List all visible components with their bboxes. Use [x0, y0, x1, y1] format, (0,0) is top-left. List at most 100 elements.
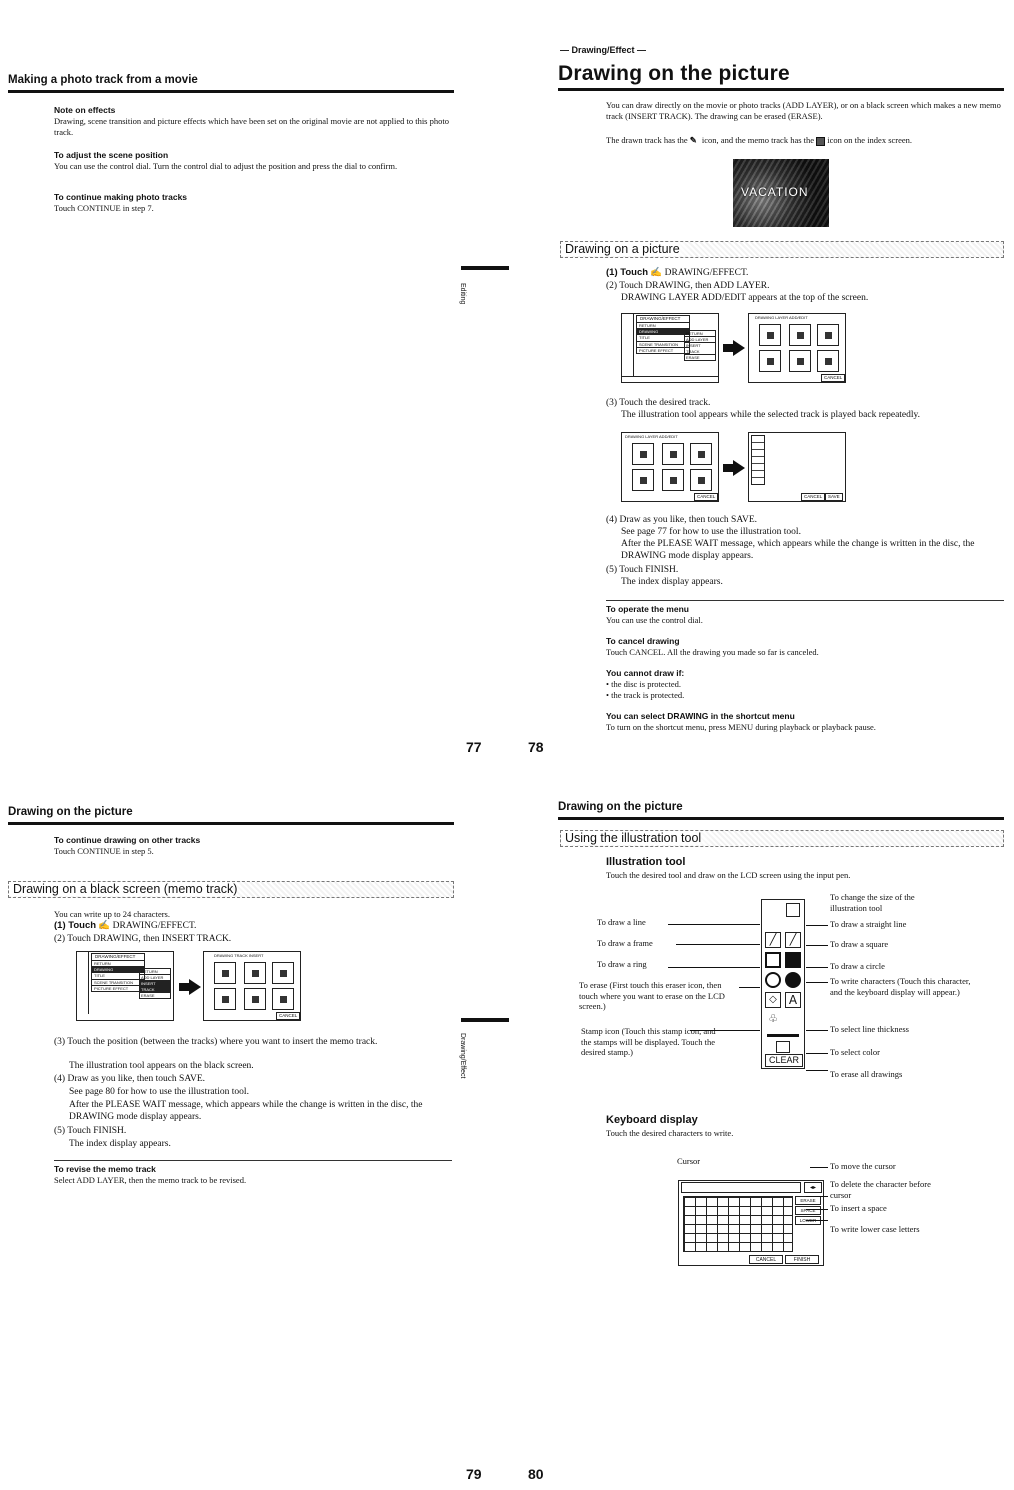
p79-step1: (1) Touch ✍ DRAWING/EFFECT.	[54, 920, 196, 932]
label-circle: To draw a circle	[830, 961, 885, 971]
p79-step3b: The illustration tool appears on the bla…	[69, 1061, 254, 1071]
p79-arrow	[179, 979, 201, 995]
menu-return[interactable]: RETURN	[637, 323, 689, 330]
p79-menu-scene[interactable]: SCENE TRANSITION	[92, 980, 144, 986]
p77-page-number: 77	[466, 739, 482, 755]
p79-menu-effect[interactable]: PICTURE EFFECT	[94, 985, 129, 991]
insert-screen-title: DRAWING TRACK INSERT	[214, 953, 264, 958]
p79-sub-add[interactable]: ADD LAYER	[140, 975, 170, 982]
p78-step3: (3) Touch the desired track.	[606, 398, 711, 408]
cursor-move-buttons[interactable]: ◂▸	[804, 1182, 822, 1193]
size-tool-icon[interactable]	[786, 903, 800, 917]
eraser-tool-icon[interactable]: ◇	[765, 992, 781, 1008]
p80-band: Using the illustration tool	[560, 830, 1004, 847]
p78-step1-label: (1) Touch	[606, 267, 649, 278]
label-erase: To erase (First touch this eraser icon, …	[579, 980, 725, 1012]
p78-step1: (1) Touch ✍ DRAWING/EFFECT.	[606, 267, 748, 279]
p78-arrow-1	[723, 340, 745, 356]
p79-step3: (3) Touch the position (between the trac…	[54, 1037, 378, 1047]
p79-continue-head: To continue drawing on other tracks	[54, 835, 201, 845]
p78-intro2: The drawn track has the ✎ icon, and the …	[606, 135, 1002, 146]
vacation-image: VACATION	[733, 159, 829, 227]
text-field[interactable]	[681, 1182, 801, 1193]
submenu-return[interactable]: RETURN	[685, 331, 715, 338]
p79-menu-drawing[interactable]: DRAWING	[92, 967, 144, 974]
drawing-effect-icon-2: ✍	[98, 921, 111, 931]
erase-key[interactable]: ERASE	[795, 1196, 821, 1205]
submenu-insert-track[interactable]: INSERT TRACK	[685, 343, 715, 355]
p78-step3b: The illustration tool appears while the …	[621, 410, 921, 420]
label-square: To draw a square	[830, 939, 889, 949]
p79-band: Drawing on a black screen (memo track)	[8, 881, 454, 898]
submenu-add-layer[interactable]: ADD LAYER	[685, 337, 715, 344]
p77-title: Making a photo track from a movie	[8, 73, 454, 93]
menu-picture-effect[interactable]: PICTURE EFFECT	[639, 347, 674, 353]
clear-button[interactable]: CLEAR	[765, 1054, 803, 1067]
frame-tool-icon[interactable]	[765, 952, 781, 968]
menu-drawing[interactable]: DRAWING	[637, 329, 689, 336]
tool-save-button[interactable]: SAVE	[825, 493, 843, 501]
kb-label-space: To insert a space	[830, 1203, 887, 1213]
kb-label-move: To move the cursor	[830, 1161, 896, 1171]
p78-intro2c: icon on the index screen.	[827, 135, 913, 145]
p79-menu-title-item[interactable]: TITLE	[92, 973, 144, 980]
p79-sub-erase[interactable]: ERASE	[141, 992, 155, 998]
straight-line-icon[interactable]: ╱	[785, 932, 801, 948]
label-size: To change the size of the illustration t…	[830, 892, 915, 913]
layer-cancel-button[interactable]: CANCEL	[821, 374, 846, 382]
tool-palette: ╱ ╱ ◇ A ♧ CLEAR	[761, 899, 805, 1069]
circle-tool-icon[interactable]	[785, 972, 801, 988]
line-tool-icon[interactable]: ╱	[765, 932, 781, 948]
p78-cannot-head: You cannot draw if:	[606, 668, 685, 678]
p79-menu-return[interactable]: RETURN	[92, 961, 144, 968]
p77-side-tab-bar	[461, 266, 509, 270]
character-tool-icon[interactable]: A	[785, 992, 801, 1008]
tool-cancel-button[interactable]: CANCEL	[801, 493, 826, 501]
p78-op-head: To operate the menu	[606, 604, 689, 614]
p80-kb-body: Touch the desired characters to write.	[606, 1128, 734, 1138]
p80-band-label: Using the illustration tool	[561, 831, 716, 845]
p79-revise-head: To revise the memo track	[54, 1164, 156, 1174]
menu-scene-transition[interactable]: SCENE TRANSITION	[637, 342, 689, 348]
p78-intro2b: icon, and the memo track has the	[701, 135, 815, 145]
label-erase-all: To erase all drawings	[830, 1069, 903, 1079]
space-key[interactable]: SPACE	[795, 1206, 821, 1215]
select-cancel-button[interactable]: CANCEL	[694, 493, 719, 501]
p78-step4c: After the PLEASE WAIT message, which app…	[621, 539, 975, 562]
p80-tool-body: Touch the desired tool and draw on the L…	[606, 870, 851, 880]
p79-step4b: See page 80 for how to use the illustrat…	[69, 1087, 249, 1097]
kb-cancel-button[interactable]: CANCEL	[749, 1255, 783, 1264]
p78-step4b: See page 77 for how to use the illustrat…	[621, 527, 801, 537]
p78-cannot-2: • the track is protected.	[606, 690, 685, 700]
p79-sub-insert[interactable]: INSERT TRACK	[140, 981, 170, 993]
menu-title-item[interactable]: TITLE	[637, 335, 689, 342]
p78-arrow-2	[723, 460, 745, 476]
color-tool-icon[interactable]	[776, 1041, 790, 1053]
p77-adjust-body: You can use the control dial. Turn the c…	[54, 161, 398, 171]
p79-sub-return[interactable]: RETURN	[140, 969, 170, 976]
label-straight-line: To draw a straight line	[830, 919, 907, 929]
stamp-tool-icon[interactable]: ♧	[768, 1012, 778, 1025]
p78-intro1: You can draw directly on the movie or ph…	[606, 100, 1001, 122]
square-tool-icon[interactable]	[785, 952, 801, 968]
select-screen-title: DRAWING LAYER ADD/EDIT	[625, 434, 678, 439]
p79-revise-body: Select ADD LAYER, then the memo track to…	[54, 1175, 247, 1185]
thickness-tool-icon[interactable]	[767, 1034, 799, 1037]
label-characters: To write characters (Touch this characte…	[830, 976, 971, 997]
p79-step5: (5) Touch FINISH.	[54, 1126, 127, 1136]
insert-cancel-button[interactable]: CANCEL	[276, 1012, 301, 1020]
p78-step1-text: DRAWING/EFFECT.	[664, 268, 749, 278]
p78-title: Drawing on the picture	[558, 60, 1004, 92]
p79-continue-body: Touch CONTINUE in step 5.	[54, 846, 154, 856]
label-thickness: To select line thickness	[830, 1024, 909, 1034]
p77-continue-body: Touch CONTINUE in step 7.	[54, 203, 154, 213]
label-draw-frame: To draw a frame	[597, 938, 653, 948]
p78-step5b: The index display appears.	[621, 577, 723, 587]
p79-chars: You can write up to 24 characters.	[54, 909, 170, 919]
p77-side-tab: Editing	[459, 283, 467, 305]
ring-tool-icon[interactable]	[765, 972, 781, 988]
kb-finish-button[interactable]: FINISH	[785, 1255, 819, 1264]
keyboard-display: ◂▸ ERASE SPACE LOWER CANCEL FINISH	[678, 1180, 824, 1266]
p78-step2b: DRAWING LAYER ADD/EDIT appears at the to…	[621, 293, 869, 303]
submenu-erase[interactable]: ERASE	[686, 354, 700, 360]
